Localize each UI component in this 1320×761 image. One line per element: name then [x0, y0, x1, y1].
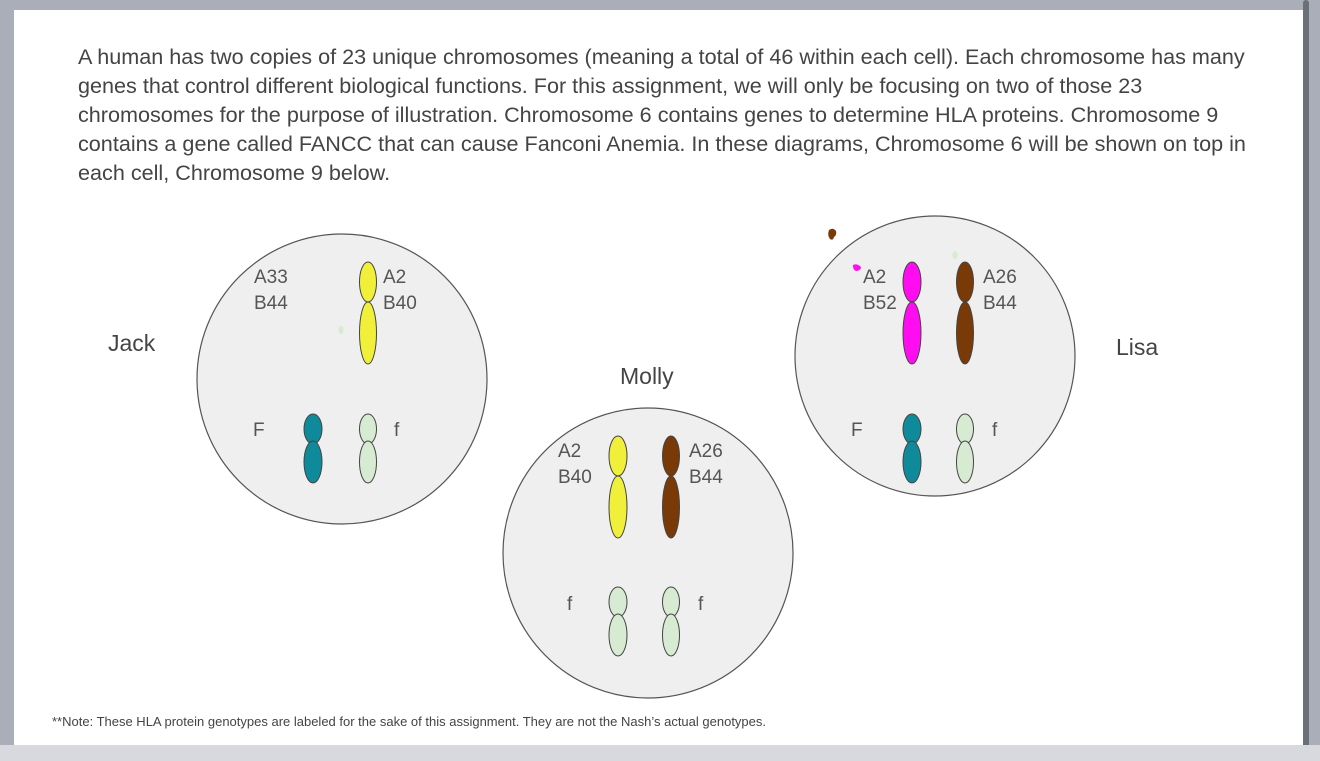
- jack-cell-circle: [196, 233, 488, 525]
- lisa-chr6-left-chromosome: [902, 261, 922, 365]
- jack-chr6-right-chromosome: [359, 261, 377, 365]
- lisa-chr9-left-label: F: [851, 420, 863, 441]
- vertical-scrollbar[interactable]: [1303, 0, 1309, 750]
- intro-paragraph: A human has two copies of 23 unique chro…: [78, 44, 1246, 185]
- molly-chr9-left-chromosome: [608, 586, 628, 657]
- molly-cell: A2 B40 A26 B44 f f: [502, 407, 794, 699]
- molly-name-label: Molly: [620, 363, 674, 389]
- footnote: **Note: These HLA protein genotypes are …: [52, 714, 766, 729]
- lisa-chr9-right-chromosome: [956, 413, 974, 484]
- molly-chr6-right-chromosome: [662, 435, 680, 539]
- jack-chr9-left-chromosome: [303, 413, 323, 484]
- jack-name-label: Jack: [108, 330, 156, 356]
- lisa-cell-circle: [794, 215, 1076, 497]
- jack-chr6-left-b-label: B44: [254, 293, 288, 314]
- lisa-cell: A2 B52 A26 B44 F f: [794, 215, 1076, 497]
- jack-chr9-right-chromosome: [359, 413, 377, 484]
- molly-cell-circle: [502, 407, 794, 699]
- lisa-chr6-right-a-label: A26: [983, 267, 1017, 288]
- jack-chr6-right-b-label: B40: [383, 293, 417, 314]
- lisa-chr6-right-b-label: B44: [983, 293, 1017, 314]
- jack-cell: A33 B44 A2 B40 F f: [196, 233, 488, 525]
- molly-chr9-left-label: f: [567, 594, 573, 615]
- lisa-name-label: Lisa: [1116, 334, 1158, 360]
- jack-chr6-right-a-label: A2: [383, 267, 406, 288]
- lisa-chr6-left-b-label: B52: [863, 293, 897, 314]
- bottom-edge: [0, 745, 1320, 761]
- molly-chr9-right-label: f: [698, 594, 704, 615]
- lisa-chr9-left-chromosome: [902, 413, 922, 484]
- jack-chr9-left-label: F: [253, 420, 265, 441]
- jack-chr9-right-label: f: [394, 420, 400, 441]
- molly-chr6-left-chromosome: [608, 435, 628, 539]
- molly-chr6-left-b-label: B40: [558, 467, 592, 488]
- jack-chr6-left-a-label: A33: [254, 267, 288, 288]
- molly-chr6-right-a-label: A26: [689, 441, 723, 462]
- molly-chr6-left-a-label: A2: [558, 441, 581, 462]
- molly-chr9-right-chromosome: [662, 586, 680, 657]
- lisa-speck: [952, 251, 958, 259]
- lisa-chr6-right-chromosome: [956, 261, 974, 365]
- lisa-chr6-left-a-label: A2: [863, 267, 886, 288]
- magenta-ink-mark: [853, 264, 861, 271]
- jack-speck: [338, 326, 344, 334]
- brown-ink-mark: [828, 228, 837, 240]
- lisa-chr9-right-label: f: [992, 420, 998, 441]
- molly-chr6-right-b-label: B44: [689, 467, 723, 488]
